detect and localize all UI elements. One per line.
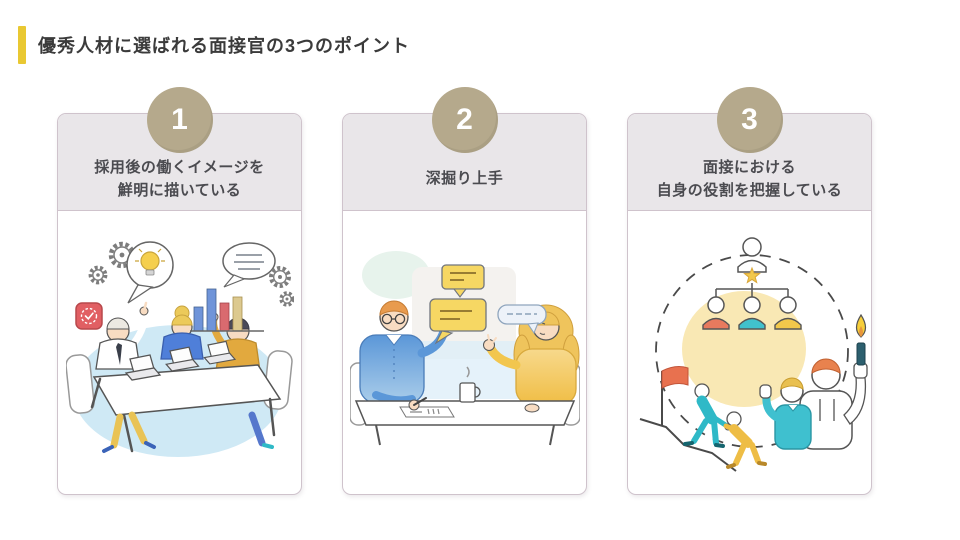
role-awareness-illustration <box>628 211 871 495</box>
team-meeting-illustration <box>58 211 301 495</box>
point-card-3: 3 面接における 自身の役割を把握している <box>627 87 872 495</box>
point-number-badge-3: 3 <box>716 87 783 153</box>
interview-dialogue-svg <box>349 251 580 446</box>
point-card-2: 2 深掘り上手 <box>342 87 587 495</box>
point-number-badge-2: 2 <box>431 87 498 153</box>
interview-dialogue-illustration <box>343 211 586 495</box>
page-title: 優秀人材に選ばれる面接官の3つのポイント <box>38 36 411 56</box>
point-card-2-heading: 深掘り上手 <box>425 170 504 188</box>
point-card-1: 1 採用後の働くイメージを 鮮明に描いている <box>57 87 302 495</box>
slide-title-block: 優秀人材に選ばれる面接官の3つのポイント <box>18 26 410 64</box>
role-awareness-svg <box>639 237 868 472</box>
point-card-1-heading: 採用後の働くイメージを 鮮明に描いている <box>94 158 265 199</box>
team-meeting-svg <box>65 241 294 457</box>
title-accent-bar <box>18 26 26 64</box>
point-number-badge-1: 1 <box>146 87 213 153</box>
point-card-3-heading: 面接における 自身の役割を把握している <box>656 158 843 199</box>
